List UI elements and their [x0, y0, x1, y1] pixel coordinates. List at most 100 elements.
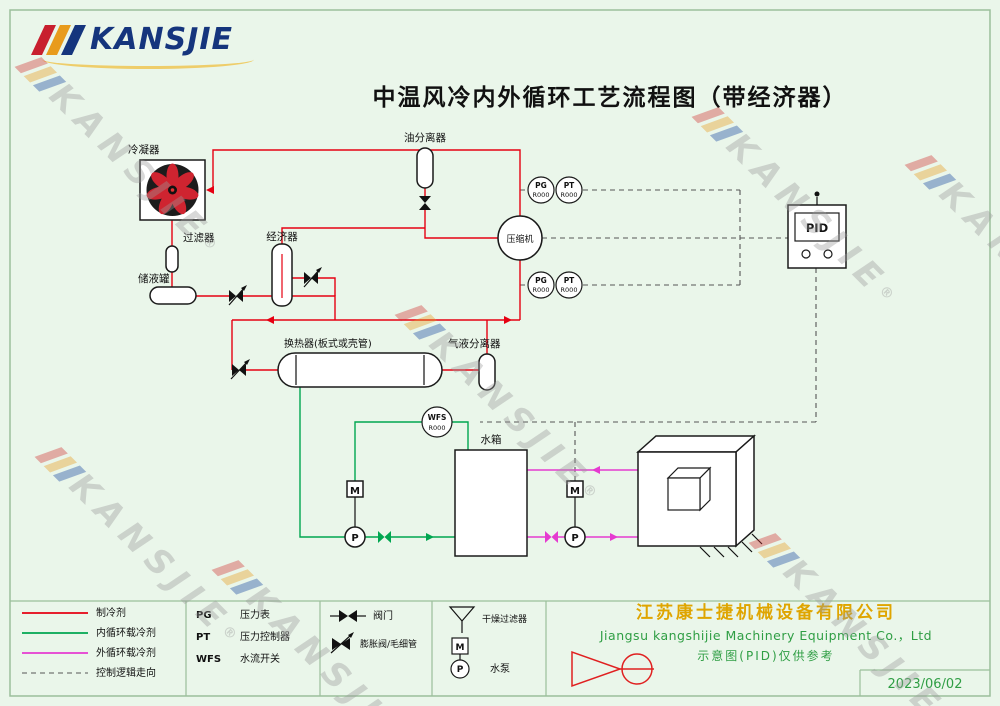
- flow-arrow-icon: [504, 316, 512, 324]
- abbr-code: PT: [196, 632, 210, 643]
- pipe-segment: [424, 188, 498, 239]
- valve-arrow-head: [316, 267, 322, 273]
- pid-screen: [794, 212, 840, 242]
- knob-icon: [823, 249, 833, 259]
- valve-icon: [378, 531, 385, 543]
- flow-arrow-icon: [592, 466, 600, 474]
- pump-label: P: [571, 533, 578, 544]
- pg-gauge: [527, 271, 555, 299]
- receiver: [149, 286, 197, 305]
- condenser-label: 冷凝器: [128, 143, 160, 156]
- valve-arrow-icon: [230, 361, 248, 380]
- receiver-label: 储液罐: [138, 272, 170, 285]
- logo-text: KANSJIE: [90, 22, 233, 57]
- expansion-valve-legend-label: 膨胀阀/毛细管: [360, 638, 417, 650]
- pump-label: P: [351, 533, 358, 544]
- gas-liquid-separator-label: 气液分离器: [448, 337, 501, 350]
- pipe-segment: [231, 320, 278, 371]
- valve-arrow-head: [244, 359, 250, 365]
- legend-label: 外循环载冷剂: [96, 646, 156, 659]
- motor-label: M: [456, 643, 465, 653]
- expansion-valve-icon: [232, 364, 239, 376]
- pipe-segment: [281, 227, 425, 244]
- pt-gauge: [555, 176, 583, 204]
- expansion-valve-icon: [229, 290, 236, 302]
- valve-icon: [419, 203, 431, 210]
- control-line: [480, 268, 817, 481]
- abbr-label: 水流开关: [240, 652, 280, 665]
- pipe-segment: [208, 149, 521, 216]
- oil-separator: [416, 147, 434, 189]
- device-labels: 冷凝器 油分离器 过滤器 经济器 储液罐 换热器(板式或壳管) 气液分离器 水箱…: [128, 131, 828, 544]
- filter: [165, 245, 179, 273]
- valve-arrow-head: [241, 285, 247, 291]
- pipe-segment: [299, 387, 455, 538]
- expansion-valve-icon: [236, 290, 243, 302]
- abbr-code: PG: [196, 610, 212, 621]
- economizer: [271, 243, 293, 307]
- wfs-tag: R000: [429, 424, 446, 432]
- external-coolant-lines: [527, 469, 638, 538]
- abbr-code: WFS: [196, 654, 221, 665]
- kansjie-logo: KANSJIE: [31, 22, 233, 57]
- valve-icon: [384, 531, 391, 543]
- pipe-segment: [232, 260, 521, 321]
- expansion-valve-icon: [341, 638, 350, 650]
- flow-arrow-icon: [426, 533, 434, 541]
- pressure-gauges: [527, 176, 583, 299]
- drawing-date: 2023/06/02: [888, 677, 963, 692]
- hatch-lines: [699, 533, 763, 558]
- motor-label: M: [570, 486, 580, 497]
- pg-gauge: [527, 176, 555, 204]
- pipe-segment: [354, 421, 469, 481]
- valve-icon: [419, 196, 431, 203]
- gas-liquid-separator: [478, 353, 496, 391]
- devices: [139, 147, 847, 558]
- pid-controller: [787, 191, 847, 269]
- valve-arrow-icon: [303, 269, 320, 288]
- pt-tag: R000: [561, 286, 578, 294]
- water-tank: [454, 449, 528, 557]
- pg-label: PG: [535, 181, 547, 190]
- compressor: [497, 215, 543, 261]
- abbr-label: 压力控制器: [240, 630, 290, 643]
- valve-icon: [545, 531, 552, 543]
- abbr-label: 压力表: [240, 608, 270, 621]
- external-unit: [636, 434, 763, 558]
- company-name-en: Jiangsu kangshijie Machinery Equipment C…: [599, 628, 932, 643]
- wfs-label: WFS: [428, 413, 447, 422]
- valve-icon: [348, 610, 357, 622]
- water-flow-switch: [421, 406, 453, 438]
- pump-right: [564, 480, 586, 548]
- legend-label: 控制逻辑走向: [96, 666, 156, 679]
- horn-mark-icon: [571, 650, 654, 688]
- internal-coolant-lines: [299, 387, 469, 538]
- filter-label: 过滤器: [183, 231, 215, 244]
- page-title: 中温风冷内外循环工艺流程图（带经济器）: [372, 85, 848, 111]
- valve-icon: [551, 531, 558, 543]
- fan-blades-icon: [146, 163, 199, 215]
- pump-left: [344, 480, 366, 548]
- pump-icon: [450, 659, 470, 679]
- oil-separator-label: 油分离器: [404, 131, 446, 144]
- compressor-label: 压缩机: [506, 233, 533, 245]
- condenser: [139, 159, 206, 221]
- heat-exchanger: [277, 352, 443, 388]
- valve-arrow-icon: [228, 287, 245, 306]
- pt-label: PT: [564, 181, 575, 190]
- antenna-icon: [814, 191, 820, 197]
- dry-filter-legend-label: 干燥过滤器: [482, 613, 527, 625]
- pipe-segment: [292, 277, 336, 296]
- control-line: [520, 189, 788, 286]
- legend-label: 内循环载冷剂: [96, 626, 156, 639]
- pt-tag: R000: [561, 191, 578, 199]
- company-name-cn: 江苏康士捷机械设备有限公司: [636, 602, 896, 623]
- pump-label: P: [457, 665, 464, 675]
- legend-label: 制冷剂: [96, 606, 126, 619]
- pid-label: PID: [806, 221, 828, 235]
- drawing-frame: [9, 9, 991, 697]
- motor-label: M: [350, 486, 360, 497]
- economizer-label: 经济器: [266, 230, 298, 243]
- pt-gauge: [555, 271, 583, 299]
